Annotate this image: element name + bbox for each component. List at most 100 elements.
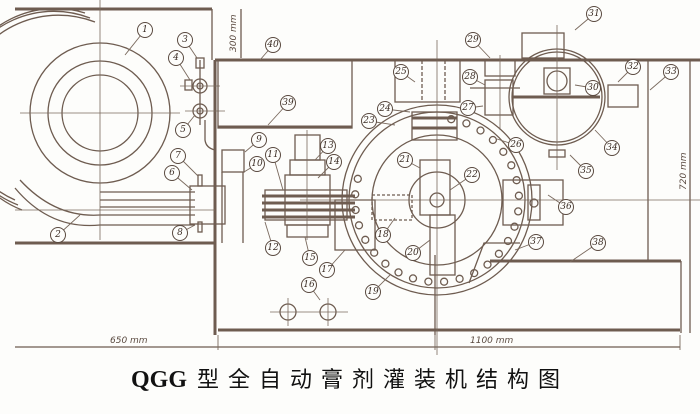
tube-cup <box>394 268 403 277</box>
callout-number: 36 <box>560 202 572 212</box>
tube-cup <box>424 277 433 286</box>
callout-circle <box>397 152 413 168</box>
callout-29: 29 <box>465 32 491 59</box>
callout-circle <box>462 69 478 85</box>
valve-group <box>180 57 225 151</box>
callout-6: 6 <box>164 165 193 191</box>
callout-circle <box>377 101 393 117</box>
callout-4: 4 <box>168 50 191 81</box>
callout-number: 31 <box>588 9 599 19</box>
callout-14: 14 <box>317 154 342 179</box>
callout-circle <box>528 234 544 250</box>
callout-number: 24 <box>378 104 391 114</box>
callout-circle <box>464 167 480 183</box>
callout-27: 27 <box>460 100 484 116</box>
callout-25: 25 <box>393 64 416 83</box>
callout-number: 6 <box>169 168 175 178</box>
callout-number: 39 <box>282 98 294 108</box>
callout-number: 27 <box>461 103 474 113</box>
callout-number: 11 <box>267 150 278 160</box>
callout-circle <box>663 64 679 80</box>
tube-cup <box>381 259 390 268</box>
callout-number: 3 <box>182 35 188 45</box>
callout-number: 8 <box>177 228 183 238</box>
caption-title: 型全自动膏剂灌装机结构图 <box>197 368 570 393</box>
callout-circle <box>280 95 296 111</box>
callout-10: 10 <box>243 156 265 173</box>
callout-circle <box>177 32 193 48</box>
callout-28: 28 <box>462 69 486 86</box>
callout-circle <box>175 122 191 138</box>
callout-number: 28 <box>463 72 476 82</box>
callout-number: 35 <box>580 166 592 176</box>
callout-circle <box>365 284 381 300</box>
callout-number: 33 <box>665 67 677 77</box>
callout-39: 39 <box>267 95 296 126</box>
callout-16: 16 <box>301 277 321 301</box>
callout-circle <box>302 250 318 266</box>
callout-number: 7 <box>175 151 181 161</box>
callout-circle <box>50 227 66 243</box>
machine-structure-drawing: 650 mm 1100 mm 300 mm 720 mm <box>0 0 700 355</box>
callout-number: 25 <box>394 67 407 77</box>
callout-17: 17 <box>319 249 346 278</box>
callout-number: 26 <box>509 140 522 150</box>
dim-650: 650 mm <box>110 336 148 346</box>
callout-26: 26 <box>496 137 524 153</box>
callout-34: 34 <box>594 129 620 156</box>
bolts <box>270 298 348 326</box>
callout-circle <box>604 140 620 156</box>
callout-circle <box>170 148 186 164</box>
callout-number: 32 <box>627 62 639 72</box>
callout-number: 9 <box>256 135 262 145</box>
tube-cup <box>455 274 464 283</box>
callout-circle <box>172 225 188 241</box>
tube-hopper <box>0 0 215 240</box>
tube-cup <box>351 190 360 199</box>
callout-19: 19 <box>365 274 391 300</box>
callout-circle <box>585 80 601 96</box>
callout-number: 2 <box>54 230 61 240</box>
callout-number: 17 <box>321 265 333 275</box>
callout-circle <box>393 64 409 80</box>
callout-36: 36 <box>547 194 574 215</box>
callout-circle <box>625 59 641 75</box>
dim-1100: 1100 mm <box>470 336 514 346</box>
tube-cup <box>514 207 523 216</box>
callout-circle <box>558 199 574 215</box>
callout-number: 1 <box>142 25 148 35</box>
callout-7: 7 <box>170 148 199 177</box>
callout-12: 12 <box>264 221 281 256</box>
callout-23: 23 <box>361 113 396 129</box>
dim-720: 720 mm <box>679 152 689 190</box>
callout-circle <box>326 154 342 170</box>
frame-lines <box>15 7 700 350</box>
tube-cup <box>494 249 504 258</box>
motor-tank <box>508 25 639 170</box>
callout-circle <box>164 165 180 181</box>
filling-head <box>394 59 461 141</box>
tube-cup <box>507 161 516 170</box>
callout-circle <box>320 138 336 154</box>
callout-circle <box>578 163 594 179</box>
callout-circle <box>137 22 153 38</box>
tube-cup <box>354 221 364 230</box>
caption-model-code: QGG <box>130 367 187 393</box>
callout-circle <box>319 262 335 278</box>
callout-number: 12 <box>267 243 279 253</box>
callout-18: 18 <box>375 217 396 243</box>
callout-22: 22 <box>449 167 480 191</box>
tube-cup <box>488 135 498 145</box>
callout-number: 13 <box>322 141 334 151</box>
callout-number: 21 <box>398 155 410 165</box>
callout-circle <box>405 245 421 261</box>
callout-2: 2 <box>50 214 81 243</box>
callout-circle <box>265 240 281 256</box>
tube-cup <box>476 126 485 135</box>
callout-number: 5 <box>180 125 186 135</box>
tube-cup <box>499 147 508 156</box>
callout-circle <box>301 277 317 293</box>
callout-30: 30 <box>574 80 601 96</box>
callout-circle <box>249 156 265 172</box>
callout-number: 30 <box>587 83 599 93</box>
